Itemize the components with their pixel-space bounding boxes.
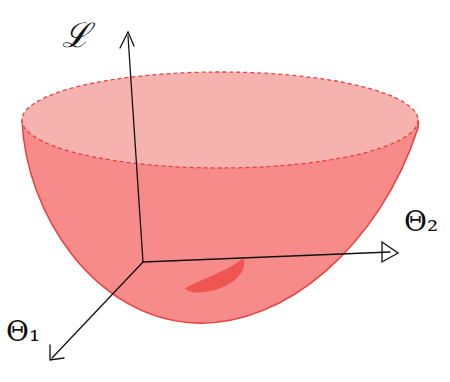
theta1-axis-arrow	[50, 345, 64, 360]
theta2-axis-arrow	[382, 242, 398, 262]
axes	[50, 32, 398, 360]
loss-axis-arrow	[120, 32, 134, 48]
minimum-spot	[185, 258, 244, 292]
axis-label: ℒ	[62, 18, 90, 52]
theta1-axis	[52, 262, 143, 358]
theta2-axis	[143, 252, 390, 262]
axis-label: Θ₂	[404, 208, 438, 236]
axis-label: Θ₁	[6, 318, 40, 346]
bowl-rim	[22, 72, 418, 168]
loss-axis	[128, 36, 143, 262]
